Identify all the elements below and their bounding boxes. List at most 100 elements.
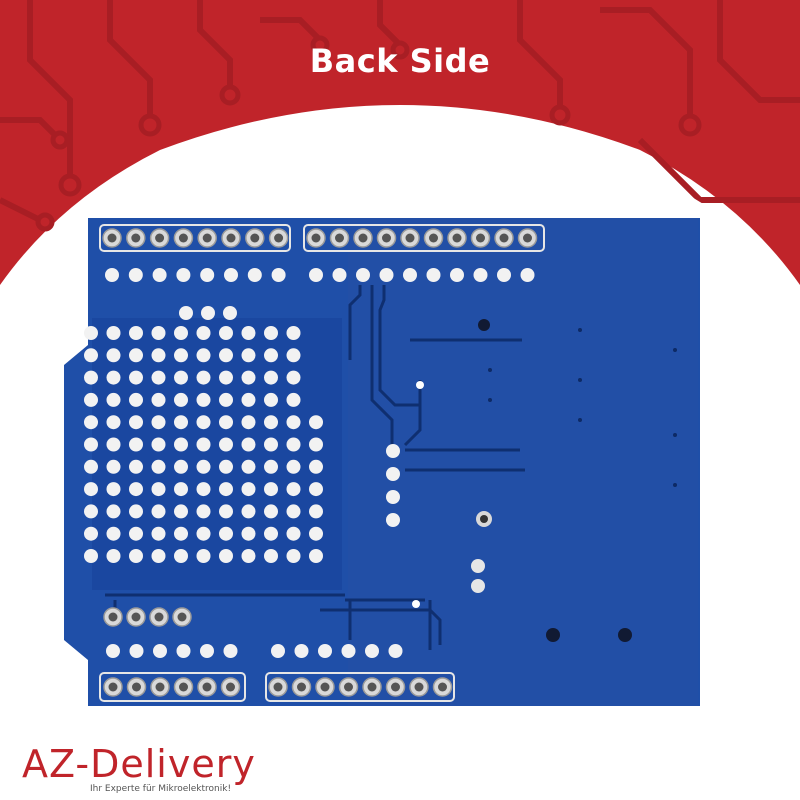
grid-pad: [129, 526, 143, 541]
grid-pad: [174, 370, 188, 385]
brand-logo: AZ-Delivery Ihr Experte für Mikroelektro…: [22, 742, 282, 798]
pad: [200, 268, 215, 282]
grid-pad: [151, 392, 166, 407]
pcb-board: [64, 218, 700, 706]
grid-pad: [129, 459, 143, 474]
grid-pad: [241, 326, 256, 340]
grid-pad: [219, 348, 233, 363]
pad: [341, 644, 356, 658]
grid-pad: [286, 526, 301, 541]
solder-pin-core: [335, 233, 344, 243]
grid-pad: [241, 392, 256, 407]
grid-pad: [129, 437, 143, 452]
grid-pad: [174, 526, 188, 541]
pad: [153, 644, 167, 658]
grid-pad: [84, 348, 98, 363]
solder-pin-core: [155, 682, 165, 692]
grid-pad: [309, 504, 323, 519]
grid-pad: [179, 306, 193, 320]
red-circuit-banner: [0, 0, 800, 285]
pcb-traces: [105, 285, 525, 650]
grid-pad: [129, 549, 143, 563]
grid-pad: [286, 326, 301, 340]
header-top-left: [99, 224, 291, 252]
grid-pad: [84, 392, 98, 407]
grid-pad: [201, 306, 215, 320]
pad: [450, 268, 464, 282]
grid-pad: [151, 437, 166, 452]
solder-pin-core: [273, 682, 283, 692]
grid-pad: [309, 415, 323, 430]
grid-pad: [106, 348, 121, 363]
grid-pad: [286, 459, 301, 474]
grid-pad: [151, 526, 166, 541]
grid-pad: [219, 504, 233, 519]
pad: [176, 644, 191, 658]
solder-pin-core: [320, 682, 330, 692]
grid-pad: [219, 459, 233, 474]
grid-pad: [264, 348, 278, 363]
pad: [200, 644, 214, 658]
grid-pad: [241, 549, 256, 563]
grid-pad: [223, 306, 237, 320]
solder-pin-core: [250, 233, 260, 243]
solder-pin-core: [391, 682, 400, 692]
grid-pad: [174, 549, 188, 563]
grid-pad: [106, 482, 121, 497]
grid-pad: [151, 482, 166, 497]
pad: [386, 513, 400, 527]
grid-pad: [84, 549, 98, 563]
solder-pin-core: [179, 682, 188, 692]
grid-pad: [174, 326, 188, 340]
grid-pad: [151, 370, 166, 385]
grid-pad: [264, 437, 278, 452]
pad: [520, 268, 535, 282]
grid-pad: [106, 392, 121, 407]
pad: [356, 268, 370, 282]
grid-pad: [129, 326, 143, 340]
pad: [426, 268, 441, 282]
vias: [412, 319, 677, 642]
header-top-right: [303, 224, 545, 252]
page-title: Back Side: [309, 42, 491, 80]
pad: [497, 268, 511, 282]
grid-pad: [219, 326, 233, 340]
pad: [318, 644, 332, 658]
grid-pad: [219, 549, 233, 563]
grid-pad: [196, 526, 211, 541]
grid-pad: [174, 504, 188, 519]
grid-pad: [286, 370, 301, 385]
grid-pad: [151, 459, 166, 474]
solder-pin-core: [452, 233, 462, 243]
header-bottom-left: [99, 672, 246, 702]
grid-pad: [84, 370, 98, 385]
grid-pad: [84, 504, 98, 519]
grid-pad: [264, 504, 278, 519]
solder-pin-core: [177, 612, 187, 622]
grid-pad: [219, 437, 233, 452]
pad: [386, 444, 400, 458]
grid-pad: [241, 482, 256, 497]
grid-pad: [174, 348, 188, 363]
grid-pad: [309, 482, 323, 497]
solder-pin-core: [297, 682, 306, 692]
grid-pad: [174, 459, 188, 474]
top-solder-pins: [102, 228, 538, 248]
pad: [473, 268, 488, 282]
grid-pad: [129, 348, 143, 363]
grid-pad: [106, 437, 121, 452]
grid-pad: [241, 437, 256, 452]
pad: [386, 490, 400, 504]
brand-tagline: Ihr Experte für Mikroelektronik!: [90, 784, 232, 794]
grid-pad: [309, 526, 323, 541]
grid-pad: [106, 415, 121, 430]
grid-pad: [196, 415, 211, 430]
solder-pin-core: [344, 682, 353, 692]
grid-pad: [129, 370, 143, 385]
pad: [106, 644, 120, 658]
grid-pad: [196, 504, 211, 519]
grid-pad: [174, 482, 188, 497]
pad: [129, 644, 144, 658]
grid-pad: [84, 437, 98, 452]
